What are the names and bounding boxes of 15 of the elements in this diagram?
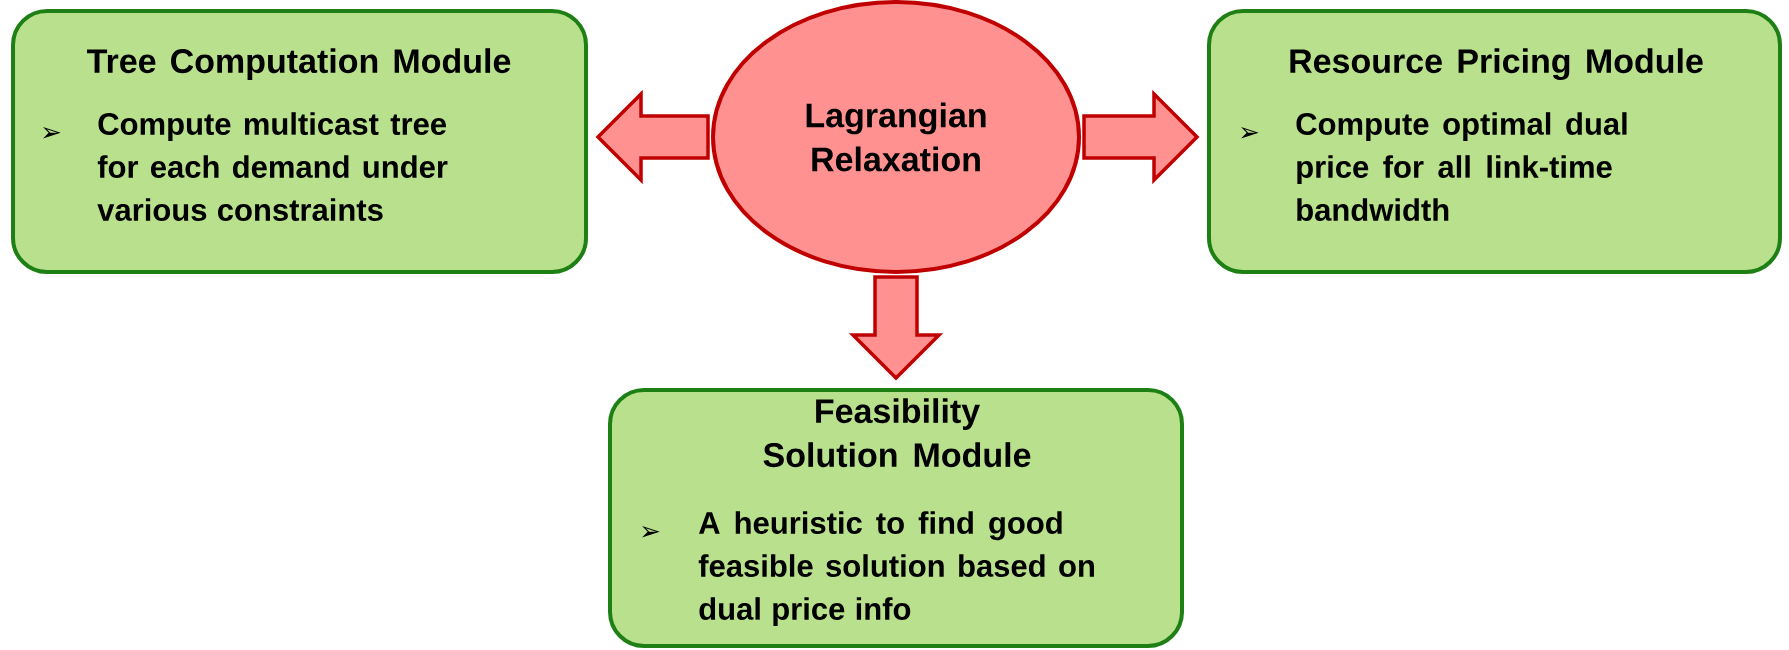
bullet-text: Compute multicast tree for each demand under various constraints bbox=[97, 112, 448, 221]
block-arrow bbox=[1082, 89, 1200, 185]
bullet-icon: ➢ bbox=[43, 127, 61, 139]
bullet-icon: ➢ bbox=[1241, 127, 1259, 139]
bullet-text: Compute optimal dual price for all link-time bandwidth bbox=[1296, 112, 1627, 221]
heading: Resource Pricing Module bbox=[1290, 48, 1703, 81]
bullet-icon: ➢ bbox=[642, 526, 660, 538]
module-box bbox=[1207, 9, 1782, 274]
module-box bbox=[11, 9, 588, 274]
module-box bbox=[608, 388, 1184, 648]
bullet-text: A heuristic to find good feasible solution based on dual price info bbox=[698, 511, 1094, 627]
heading: Feasibility Solution Module bbox=[763, 398, 1031, 468]
block-arrow bbox=[848, 275, 944, 381]
heading: Tree Computation Module bbox=[87, 48, 511, 80]
block-arrow bbox=[595, 89, 710, 185]
